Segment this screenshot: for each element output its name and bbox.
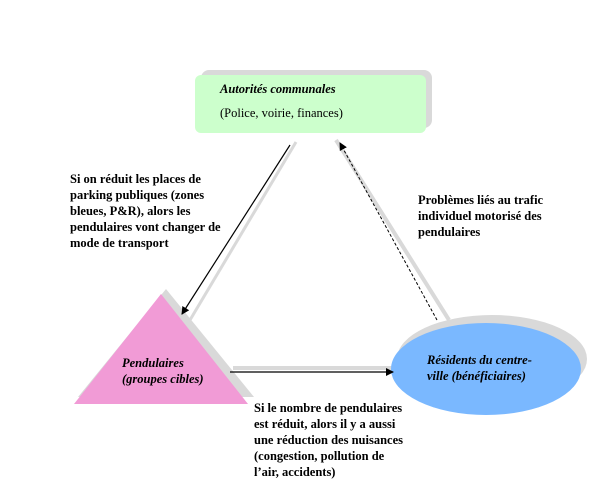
edge-label-line: (congestion, pollution de — [254, 449, 385, 463]
commuters-node — [74, 294, 248, 404]
edge-label-line: l’air, accidents) — [254, 465, 336, 479]
commuters-label-line: Pendulaires — [122, 356, 184, 370]
authorities-node — [195, 75, 426, 133]
edge-shadow — [188, 141, 298, 321]
edge-label-line: bleues, P&R), alors les — [70, 204, 191, 218]
authorities-title: Autorités communales — [220, 82, 336, 96]
edge-label-line: est réduit, alors il y a aussi — [254, 417, 396, 431]
edge-label-line: parking publiques (zones — [70, 188, 205, 202]
edge-label-line: une réduction des nuisances — [254, 433, 403, 447]
edge-label-line: Si le nombre de pendulaires — [254, 401, 403, 415]
edge-label-line: pendulaires — [418, 225, 481, 239]
edge-label-line: Si on réduit les places de — [70, 172, 201, 186]
arrow-authorities-to-commuters — [181, 144, 291, 315]
edge-label-line: Problèmes liés au trafic — [418, 193, 544, 207]
commuters-label-line: (groupes cibles) — [122, 372, 204, 386]
edge-label-commuters-to-residents: Si le nombre de pendulaires est réduit, … — [254, 400, 403, 480]
edge-label-line: mode de transport — [70, 236, 169, 250]
commuters-label: Pendulaires (groupes cibles) — [122, 355, 204, 387]
residents-label-line: ville (bénéficiaires) — [427, 369, 526, 383]
residents-node — [391, 323, 581, 415]
authorities-subtitle: (Police, voirie, finances) — [220, 106, 343, 120]
residents-label: Résidents du centre- ville (bénéficiaire… — [427, 352, 532, 384]
residents-label-line: Résidents du centre- — [427, 353, 532, 367]
edge-label-line: individuel motorisé des — [418, 209, 542, 223]
arrow-residents-to-authorities — [339, 142, 438, 321]
edge-label-authorities-to-commuters: Si on réduit les places de parking publi… — [70, 171, 221, 251]
edge-label-residents-to-authorities: Problèmes liés au trafic individuel moto… — [418, 192, 543, 240]
edge-label-line: pendulaires vont changer de — [70, 220, 221, 234]
